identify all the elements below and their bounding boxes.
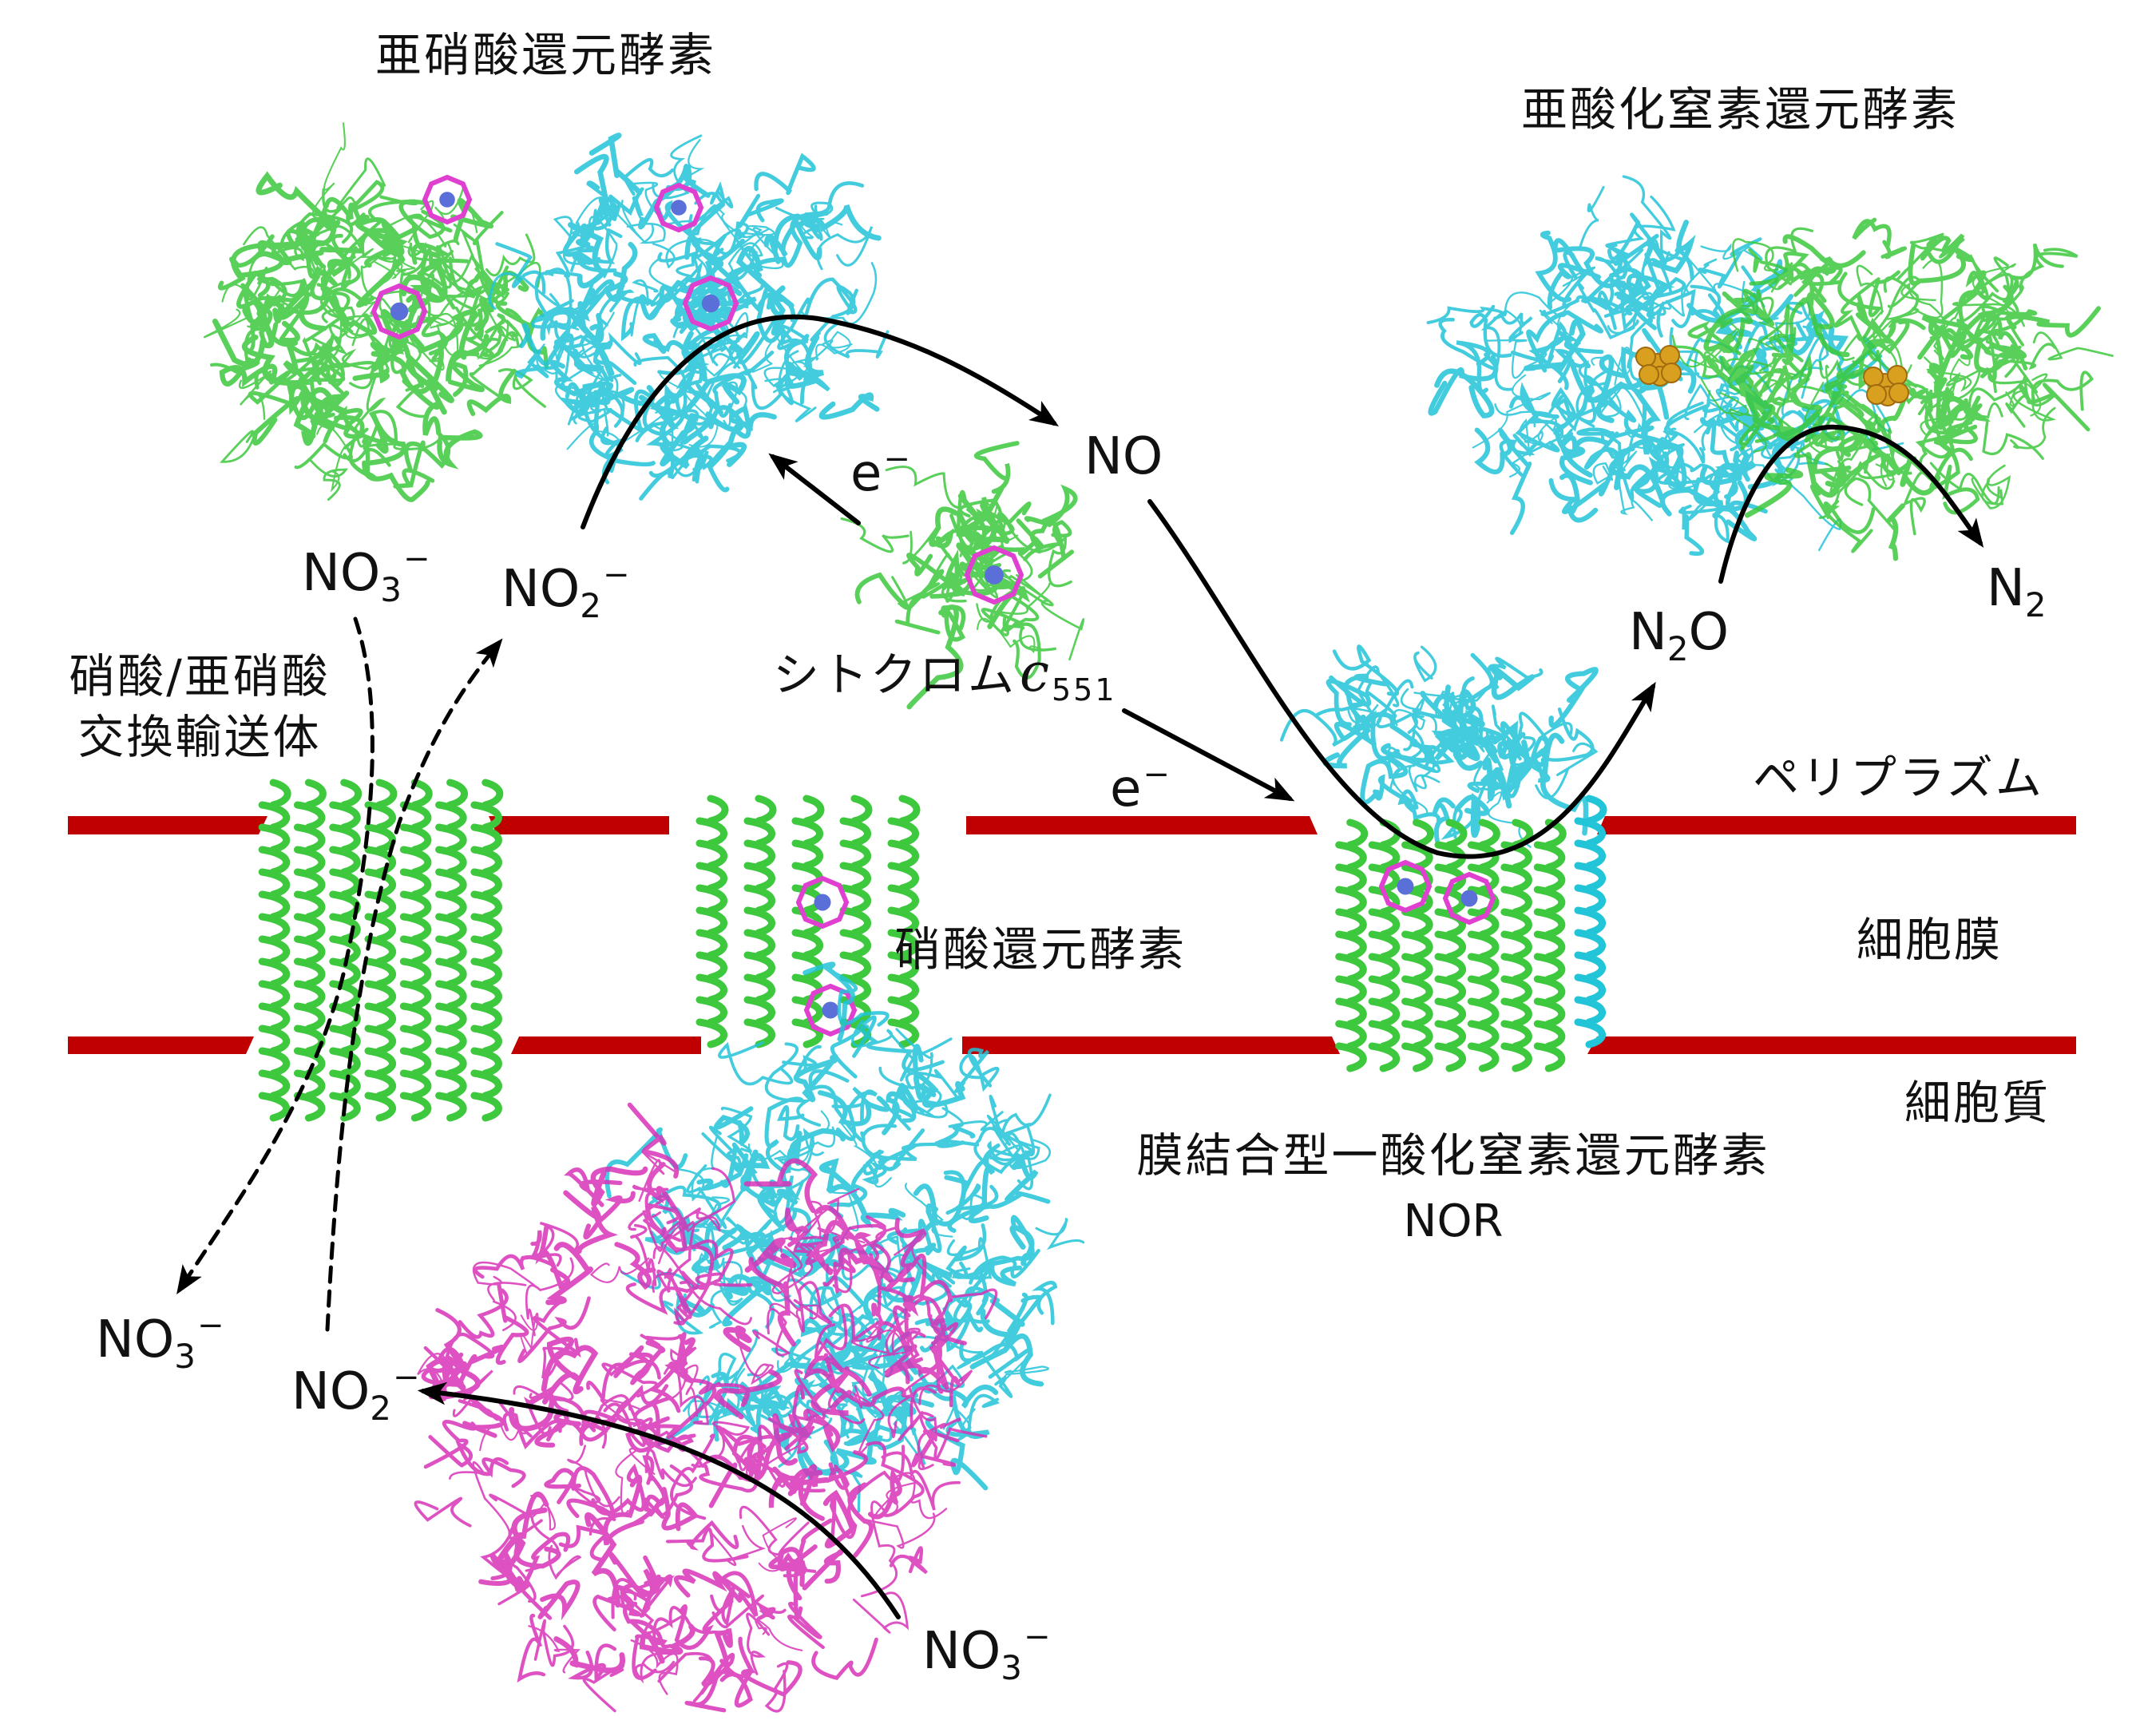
nitrate-reductase-membrane-helices [695,795,921,1048]
cytoplasm-label: 細胞質 [1904,1076,2051,1130]
cytochrome-c551-heme [964,545,1024,605]
nitrite-reductase-green-subunit [204,122,549,502]
no3-cytoplasm-right: NO3− [922,1619,1051,1687]
protein-structures [204,122,2114,1713]
cytochrome-label-c: c551 [1020,642,1117,707]
electron-1: e− [850,441,910,503]
nor-heme-1 [1378,859,1433,914]
no2-periplasm: NO2− [501,557,630,625]
nor-label-name: 膜結合型一酸化窒素還元酵素 [1136,1128,1770,1183]
arrow-n2o-to-n2 [1718,424,1984,584]
membrane-outer-line [68,816,2076,834]
arrow-electron-to-nor [1122,708,1295,802]
nor-cyan-domain [1279,644,1599,848]
cell-membrane-label: 細胞膜 [1857,913,2003,967]
arrow-electron-to-nir [768,453,861,525]
cytochrome-label-text: シトクロム [773,648,1017,702]
nor-cyan-helix [1574,795,1607,1048]
nitrite-reductase-heme-3 [653,182,704,233]
no-species: NO [1084,427,1163,486]
nitrate-reductase-heme-2 [803,983,858,1037]
transport-arrows [176,616,503,1332]
nitrate-reductase-magenta-subunit [414,1102,998,1713]
transporter-label: 硝酸/亜硝酸 交換輸送体 [32,653,367,760]
no3-cytoplasm-left: NO3− [96,1307,224,1376]
periplasm-label: ペリプラズム [1753,751,2044,805]
nitrite-reductase-label: 亜硝酸還元酵素 [375,28,717,82]
n2o-reductase-copper-cluster-2 [1863,365,1909,406]
nor-membrane-helices [1335,818,1567,1072]
cytochrome-c551-structure [840,441,1085,710]
membrane-inner-line [68,1036,2076,1054]
electron-2: e− [1110,756,1170,818]
reaction-arrows [417,314,1984,1619]
nor-label: 膜結合型一酸化窒素還元酵素 NOR [1070,1132,1837,1244]
n2-species: N2 [1987,559,2047,624]
nitrate-reductase-heme-1 [795,875,850,929]
nitrite-reductase-heme-2 [371,283,428,340]
transporter-helices [258,779,504,1122]
nor-label-abbr: NOR [1403,1195,1504,1247]
arrow-no3-export [176,616,374,1295]
arrow-no3-to-no2-cytoplasm [417,1381,901,1619]
arrow-no2-to-no [581,314,1059,529]
no2-cytoplasm: NO2− [291,1359,420,1428]
n2o-reductase-copper-cluster-1 [1635,345,1682,386]
arrow-no2-export [325,638,503,1332]
n2o-species: N2O [1629,603,1729,668]
cytochrome-label: シトクロムc551 [773,647,1117,706]
cytochrome-label-subscript: 551 [1051,672,1117,707]
nor-heme-2 [1442,871,1496,925]
no3-periplasm: NO3− [302,541,430,609]
transporter-label-line2: 交換輸送体 [77,710,322,764]
arrow-no-to-n2o [1147,499,1656,859]
nitrite-reductase-heme-4 [682,275,739,332]
nitrate-reductase-label: 硝酸還元酵素 [894,922,1187,977]
transporter-label-line1: 硝酸/亜硝酸 [69,649,331,704]
nitrite-reductase-heme-1 [422,174,473,225]
nitrous-oxide-reductase-label: 亜酸化窒素還元酵素 [1521,82,1960,137]
